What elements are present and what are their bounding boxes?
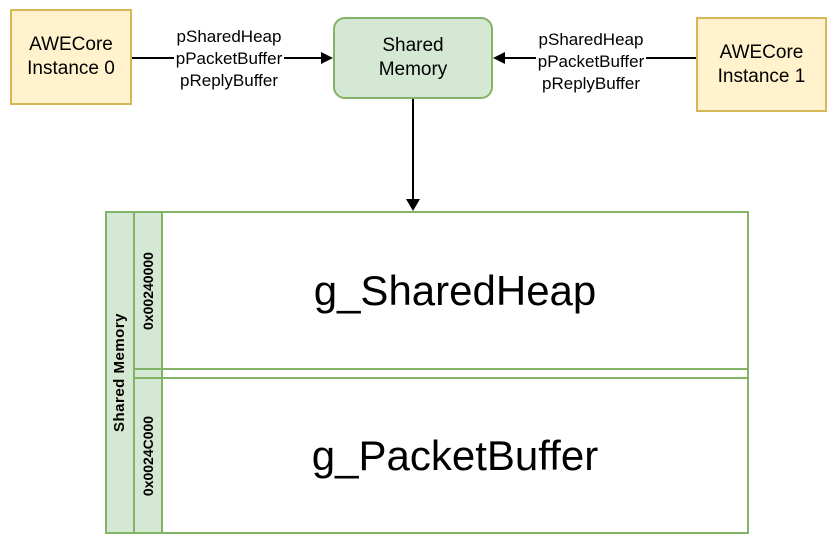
arrowhead-right-icon xyxy=(321,52,333,64)
edge-right-labels: pSharedHeap pPacketBuffer pReplyBuffer xyxy=(500,29,682,95)
edge-right-label-ppacketbuffer: pPacketBuffer xyxy=(500,51,682,73)
edge-down-line xyxy=(412,99,414,200)
edge-left-labels: pSharedHeap pPacketBuffer pReplyBuffer xyxy=(143,26,315,92)
table-cell-g-sharedheap-label: g_SharedHeap xyxy=(313,266,597,314)
node-awecore-instance-1-label: AWECore Instance 1 xyxy=(717,41,806,87)
edge-right-label-preplybuffer: pReplyBuffer xyxy=(542,74,640,93)
row-divider-top xyxy=(135,368,747,370)
shared-memory-table: Shared Memory 0x00240000 0x0024C000 g_Sh… xyxy=(105,211,749,534)
node-awecore-instance-0-label: AWECore Instance 0 xyxy=(27,34,115,79)
node-awecore-instance-1: AWECore Instance 1 xyxy=(696,17,827,112)
table-cell-g-packetbuffer-label: g_PacketBuffer xyxy=(311,431,599,479)
address-label-row-1: 0x0024C000 xyxy=(140,415,156,496)
edge-left-label-preplybuffer: pReplyBuffer xyxy=(180,71,278,90)
node-shared-memory-label: Shared Memory xyxy=(378,35,448,80)
edge-left-label-psharedheap: pSharedHeap xyxy=(176,27,282,46)
table-address-column xyxy=(135,213,163,532)
node-awecore-instance-0: AWECore Instance 0 xyxy=(10,9,132,105)
arrowhead-left-icon xyxy=(493,52,505,64)
edge-right-label-ppacketbuffer-text: pPacketBuffer xyxy=(535,51,647,73)
row-divider-bottom xyxy=(135,377,747,379)
arrowhead-down-icon xyxy=(406,199,420,211)
edge-left-label-ppacketbuffer-text: pPacketBuffer xyxy=(173,48,285,70)
table-side-column: Shared Memory xyxy=(107,213,135,532)
edge-right-label-psharedheap: pSharedHeap xyxy=(538,30,644,49)
address-cell-row-1: 0x0024C000 xyxy=(135,379,161,532)
edge-left-label-ppacketbuffer: pPacketBuffer xyxy=(143,48,315,70)
table-side-label: Shared Memory xyxy=(111,312,129,433)
table-cell-g-packetbuffer: g_PacketBuffer xyxy=(163,379,747,532)
address-label-row-0: 0x00240000 xyxy=(140,251,156,330)
table-cell-g-sharedheap: g_SharedHeap xyxy=(163,213,747,368)
node-shared-memory: Shared Memory xyxy=(333,17,493,99)
shared-memory-table-inner: Shared Memory 0x00240000 0x0024C000 g_Sh… xyxy=(107,213,747,532)
address-cell-row-0: 0x00240000 xyxy=(135,213,161,368)
